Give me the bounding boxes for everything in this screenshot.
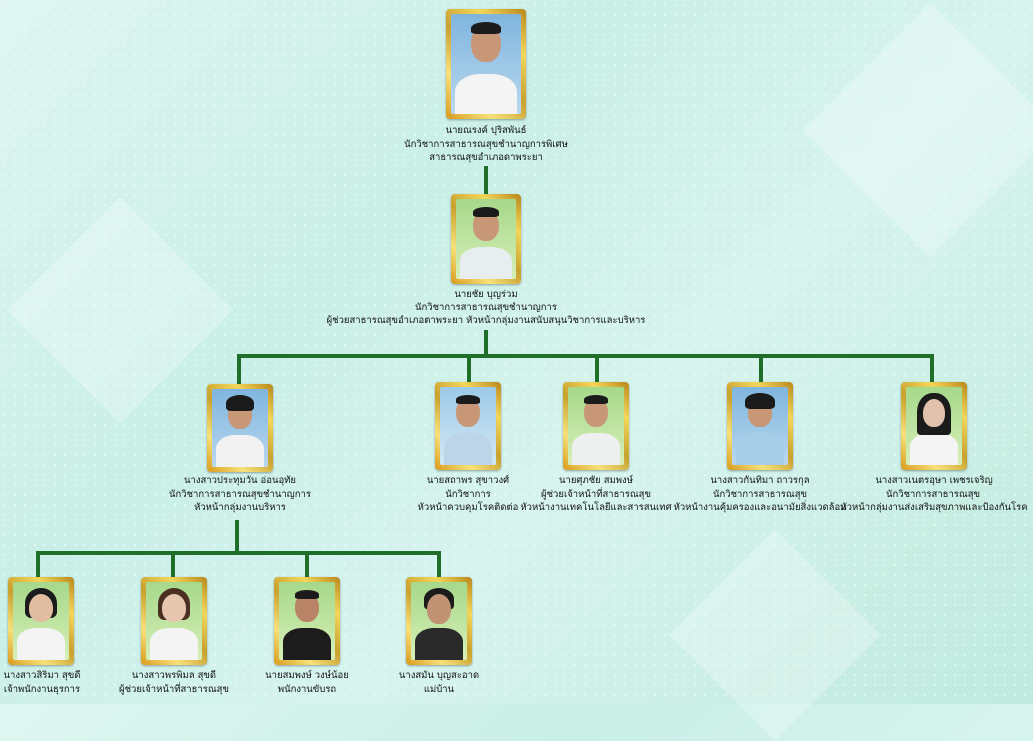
admin-head-name: นางสาวประทุมวัน อ่อนอุทัย: [184, 475, 296, 486]
connector-drop-admin: [237, 354, 241, 384]
disease-control-photo: [435, 382, 501, 470]
director-position: นักวิชาการสาธารณสุขชำนาญการพิเศษ: [404, 139, 568, 150]
health-promo-name: นางสาวเนตรอุษา เพชรเจริญ: [875, 475, 993, 486]
admin-head-position: นักวิชาการสาธารณสุขชำนาญการ: [169, 489, 311, 500]
deputy-photo: [451, 194, 521, 284]
staff2-photo: [141, 577, 207, 665]
connector-drop-health: [930, 354, 934, 382]
admin-head-photo: [207, 384, 273, 472]
consumer-name: นางสาวกันทิมา ถาวรกุล: [710, 475, 810, 486]
consumer-photo: [727, 382, 793, 470]
tech-info-position: ผู้ช่วยเจ้าหน้าที่สาธารณสุข: [541, 489, 651, 500]
director-photo: [446, 9, 526, 119]
tech-info-name: นายศุภชัย สมพงษ์: [559, 475, 633, 486]
staff1-name: นางสาวสิริมา สุขดี: [3, 670, 81, 681]
connector-drop-staff2: [171, 551, 175, 577]
deputy-position: นักวิชาการสาธารณสุขชำนาญการ: [415, 302, 557, 313]
connector-level3-bar: [36, 551, 440, 555]
staff4-name: นางสมัน บุญสะอาด: [398, 670, 480, 681]
staff2-name: นางสาวพรพิมล สุขดี: [131, 670, 217, 681]
deputy-role: ผู้ช่วยสาธารณสุขอำเภอตาพระยา หัวหน้ากลุ่…: [326, 315, 646, 326]
staff4-photo: [406, 577, 472, 665]
staff1-photo: [8, 577, 74, 665]
connector-drop-staff1: [36, 551, 40, 577]
staff3-photo: [274, 577, 340, 665]
health-promo-photo: [901, 382, 967, 470]
health-promo-position: นักวิชาการสาธารณสุข: [885, 489, 981, 500]
connector-drop-disease: [467, 354, 471, 382]
admin-head-role: หัวหน้ากลุ่มงานบริหาร: [194, 502, 286, 513]
connector-deputy-down: [484, 330, 488, 356]
connector-drop-consumer: [759, 354, 763, 382]
staff1-role: เจ้าพนักงานธุรการ: [3, 684, 81, 695]
staff3-name: นายสมพงษ์ วงษ์น้อย: [265, 670, 349, 681]
tech-info-role: หัวหน้างานเทคโนโลยีและสารสนเทศ: [520, 502, 672, 513]
staff2-role: ผู้ช่วยเจ้าหน้าที่สาธารณสุข: [119, 684, 229, 695]
connector-drop-staff3: [305, 551, 309, 577]
director-name: นายณรงค์ ปุริสพันธ์: [445, 125, 527, 136]
disease-control-role: หัวหน้าควบคุมโรคติดต่อ: [417, 502, 519, 513]
connector-drop-tech: [595, 354, 599, 382]
consumer-role: หัวหน้างานคุ้มครองและอนามัยสิ่งแวดล้อม: [673, 502, 847, 513]
disease-control-name: นายสถาพร สุขาวงศ์: [426, 475, 510, 486]
staff4-role: แม่บ้าน: [423, 684, 455, 695]
tech-info-photo: [563, 382, 629, 470]
consumer-position: นักวิชาการสาธารณสุข: [712, 489, 808, 500]
director-role: สาธารณสุขอำเภอดาพระยา: [429, 152, 543, 163]
connector-director-deputy: [484, 166, 488, 194]
health-promo-role: หัวหน้ากลุ่มงานส่งเสริมสุขภาพและป้องกันโ…: [840, 502, 1028, 513]
disease-control-position: นักวิชาการ: [445, 489, 491, 500]
connector-drop-staff4: [437, 551, 441, 577]
staff3-role: พนักงานขับรถ: [277, 684, 337, 695]
connector-level2-bar: [237, 354, 934, 358]
connector-admin-down: [235, 520, 239, 554]
deputy-name: นายชัย บุญร่วม: [454, 289, 518, 300]
